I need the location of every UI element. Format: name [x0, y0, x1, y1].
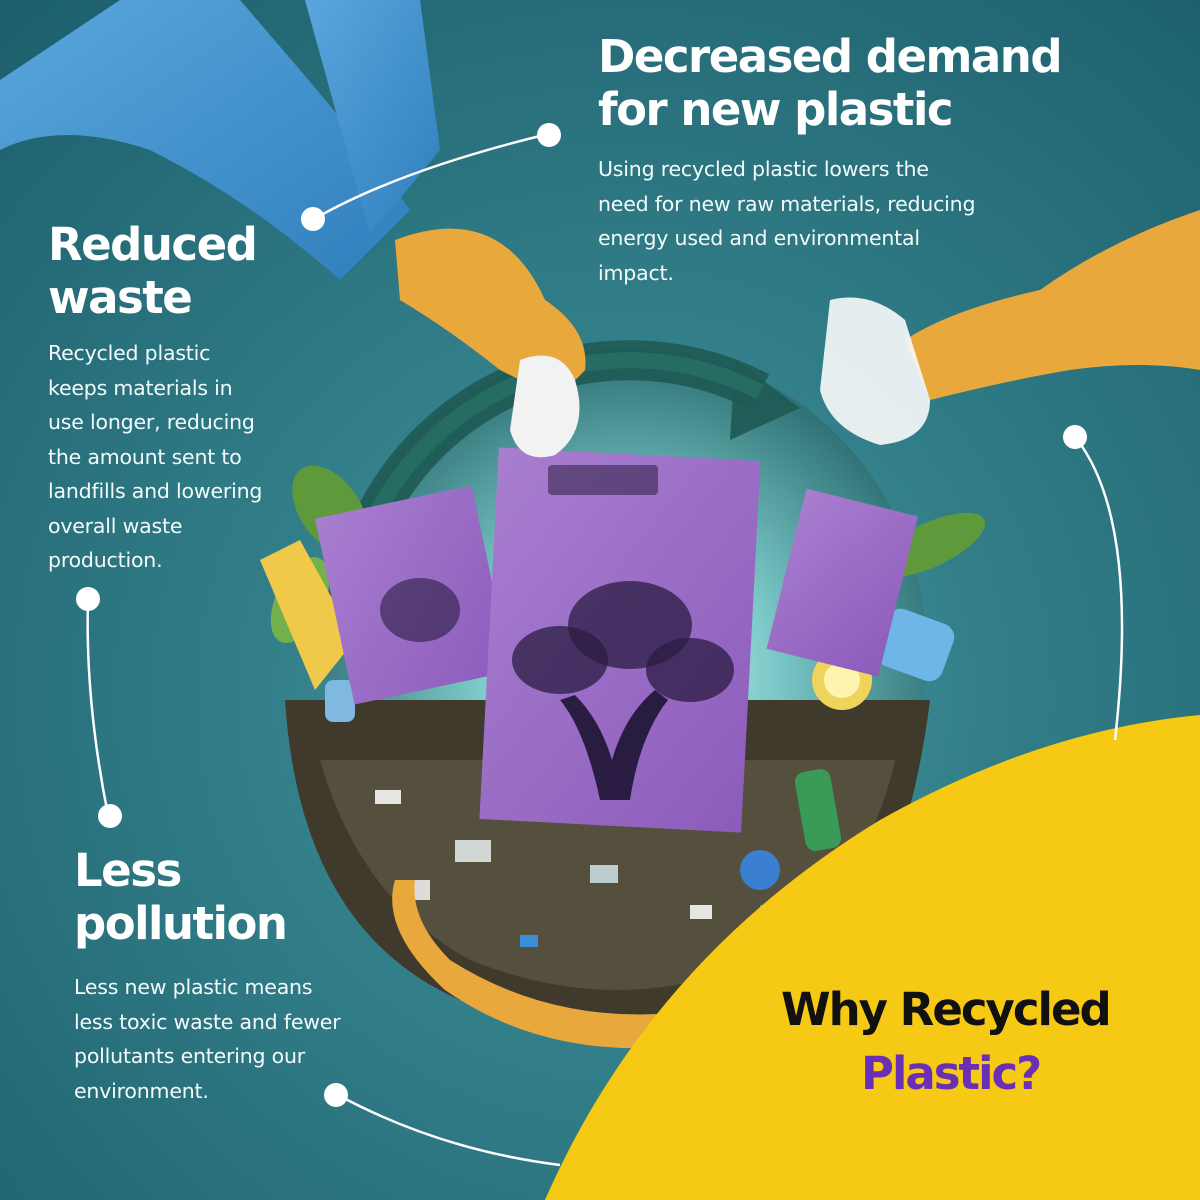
connector-dots [76, 123, 1087, 1107]
benefit-less-pollution: Less pollution Less new plastic means le… [74, 844, 454, 1108]
benefit-description: Using recycled plastic lowers the need f… [598, 157, 976, 285]
headline-line-1: Why Recycled [781, 983, 1112, 1036]
right-arm [820, 210, 1200, 445]
connector-lines [86, 132, 1124, 1167]
purple-bags [314, 447, 919, 833]
yellow-corner [545, 715, 1200, 1200]
benefit-title: Reduced waste [48, 218, 258, 324]
benefit-title: Less pollution [74, 844, 288, 950]
benefit-decreased-demand: Decreased demand for new plastic Using r… [598, 30, 1188, 290]
benefit-description: Recycled plastic keeps materials in use … [48, 341, 263, 572]
benefit-title: Decreased demand for new plastic [598, 30, 1063, 136]
headline: Why Recycled Plastic? [781, 978, 1191, 1106]
benefit-description: Less new plastic means less toxic waste … [74, 975, 341, 1103]
benefit-reduced-waste: Reduced waste Recycled plastic keeps mat… [48, 218, 348, 578]
headline-line-2: Plastic? [861, 1047, 1042, 1100]
